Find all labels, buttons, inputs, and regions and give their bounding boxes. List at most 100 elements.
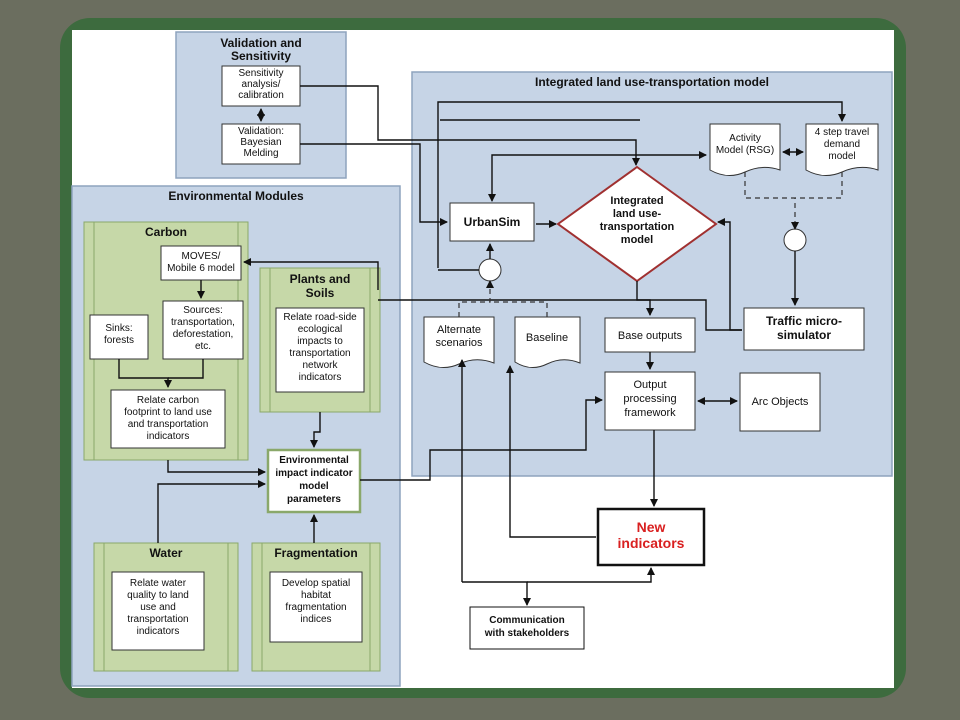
- base-outputs-box: [604, 317, 696, 353]
- output-framework-box: [604, 371, 696, 431]
- demand-to-junction-dashed: [795, 172, 843, 199]
- text-line: land use-: [613, 208, 662, 220]
- text-line: Melding: [243, 148, 278, 159]
- indicators-to-scenarios-arrow: [506, 365, 596, 538]
- travel-demand-doc: [805, 123, 879, 176]
- plants-to-impact-arrow: [310, 412, 321, 448]
- activity-model-doc: [709, 123, 781, 176]
- environmental-title: Environmental Modules: [168, 189, 304, 203]
- integrated-title: Integrated land use-transportation model: [535, 75, 769, 89]
- text-line: analysis/: [242, 79, 281, 90]
- text-line: Alternate: [437, 324, 481, 336]
- text-line: transportation,: [171, 317, 235, 328]
- text-line: fragmentation: [285, 602, 346, 613]
- text-line: impacts to: [297, 336, 343, 347]
- text-line: impact indicator: [275, 468, 352, 479]
- plants-to-moves-arrow: [243, 258, 379, 290]
- text-line: Soils: [306, 286, 335, 300]
- arc-objects-box: [739, 372, 821, 432]
- text-line: Integrated: [610, 195, 663, 207]
- text-line: New: [637, 519, 666, 535]
- text-line: model: [828, 151, 855, 162]
- text-line: transportation: [600, 221, 675, 233]
- text-line: Relate carbon: [137, 395, 199, 406]
- bayesian-melding-box: [221, 123, 301, 165]
- text-line: Sensitivity: [231, 49, 291, 63]
- moves-label: MOVES/Mobile 6 model: [167, 251, 235, 274]
- text-line: framework: [624, 407, 676, 419]
- scenarios-to-junction-dashed: [458, 280, 494, 317]
- moves-box: [160, 245, 242, 281]
- text-line: Model (RSG): [716, 145, 774, 156]
- communication-to-indicators-arrow: [527, 567, 655, 583]
- text-line: and transportation: [128, 419, 209, 430]
- traffic-simulator-label: Traffic micro-simulator: [766, 314, 842, 342]
- text-line: Validation:: [238, 126, 284, 137]
- text-line: demand: [824, 139, 860, 150]
- impact-to-framework-arrow: [360, 396, 603, 481]
- sources-box: [162, 300, 244, 360]
- demand-junction-icon: [783, 228, 807, 252]
- text-line: 4 step travel: [815, 127, 869, 138]
- base-outputs-label: Base outputs: [618, 330, 683, 342]
- text-line: forests: [104, 335, 134, 346]
- sources-to-footprint-line: [168, 359, 204, 379]
- arc-objects-label: Arc Objects: [752, 396, 809, 408]
- sinks-label: Sinks:forests: [104, 323, 134, 346]
- text-line: network: [302, 360, 338, 371]
- text-line: Relate water: [130, 578, 187, 589]
- text-line: indicators: [137, 626, 180, 637]
- text-line: Sinks:: [105, 323, 132, 334]
- text-line: Validation and: [220, 36, 301, 50]
- text-line: transportation: [127, 614, 188, 625]
- bayesian-to-urbansim-arrow: [300, 143, 448, 226]
- activity-to-junction-dashed: [744, 172, 799, 230]
- text-line: model: [299, 481, 329, 492]
- text-line: calibration: [238, 90, 284, 101]
- urbansim-to-activity-arrow: [488, 151, 707, 202]
- text-line: Activity: [729, 133, 761, 144]
- text-line: model: [621, 234, 653, 246]
- text-line: with stakeholders: [484, 628, 570, 639]
- communication-box: [469, 606, 585, 650]
- text-line: indicators: [147, 431, 190, 442]
- text-line: use and: [140, 602, 176, 613]
- urbansim-box: [449, 202, 535, 242]
- urbansim-label: UrbanSim: [464, 215, 521, 229]
- carbon-to-impact-arrow: [167, 460, 266, 476]
- text-line: Plants and: [290, 272, 351, 286]
- water-title: Water: [150, 546, 183, 560]
- sinks-to-footprint-arrow: [118, 359, 172, 388]
- water-to-impact-arrow: [157, 480, 266, 543]
- text-line: Traffic micro-: [766, 314, 842, 328]
- loop-to-travel-demand-arrow: [437, 101, 846, 268]
- text-line: quality to land: [127, 590, 189, 601]
- text-line: processing: [623, 393, 676, 405]
- scenario-junction-icon: [478, 258, 502, 282]
- text-line: indicators: [618, 535, 685, 551]
- text-line: Bayesian: [240, 137, 281, 148]
- text-line: habitat: [301, 590, 331, 601]
- text-line: MOVES/: [182, 251, 221, 262]
- text-line: Sources:: [183, 305, 222, 316]
- fragmentation-develop-box: [269, 571, 363, 643]
- text-line: parameters: [287, 494, 341, 505]
- text-line: Communication: [489, 615, 565, 626]
- new-indicators-box: [596, 507, 706, 567]
- sensitivity-analysis-box: [221, 65, 301, 107]
- text-line: footprint to land use: [124, 407, 212, 418]
- impact-parameters-box: [266, 448, 362, 514]
- text-line: etc.: [195, 341, 211, 352]
- text-line: Develop spatial: [282, 578, 350, 589]
- text-line: indices: [300, 614, 331, 625]
- text-line: ecological: [298, 324, 342, 335]
- moves-to-traffic-line: [378, 299, 742, 331]
